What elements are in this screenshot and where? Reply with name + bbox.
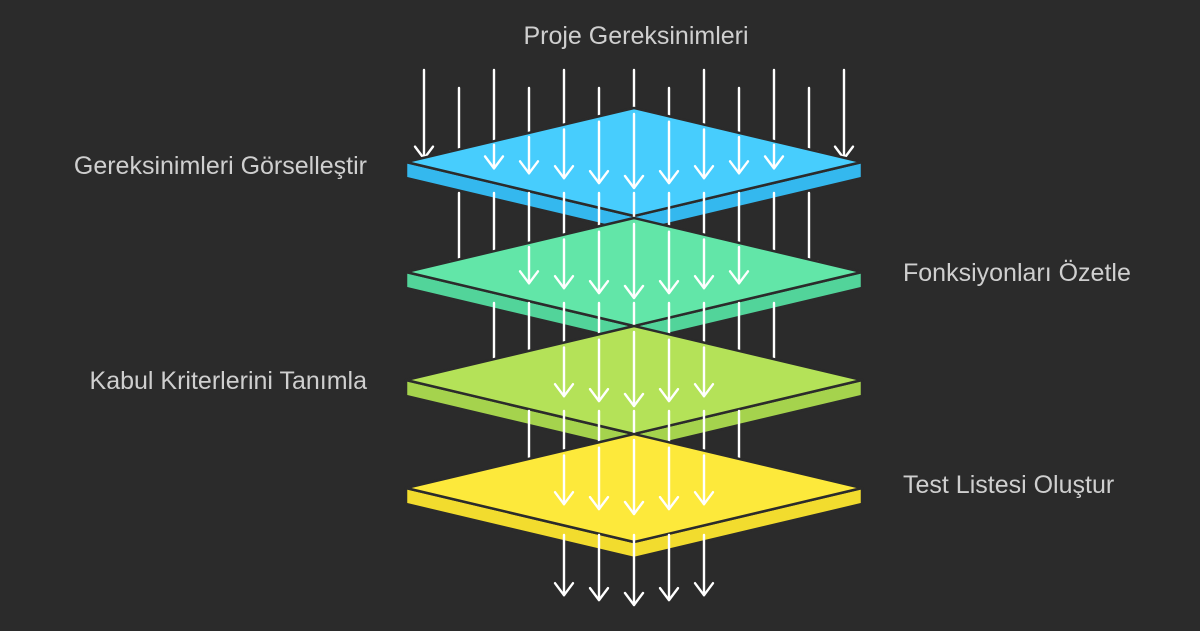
layer-label-summarize: Fonksiyonları Özetle bbox=[903, 259, 1131, 287]
down-arrow-icon bbox=[623, 438, 645, 516]
down-arrow-icon bbox=[728, 245, 750, 285]
down-arrow-icon bbox=[658, 230, 680, 295]
down-arrow-icon bbox=[553, 454, 575, 506]
down-arrow-icon bbox=[588, 338, 610, 403]
down-arrow-icon bbox=[623, 533, 645, 607]
down-arrow-icon bbox=[693, 238, 715, 290]
down-arrow-icon bbox=[588, 120, 610, 185]
diagram-title: Proje Gereksinimleri bbox=[523, 22, 749, 50]
down-arrow-icon bbox=[483, 143, 505, 170]
down-arrow-icon bbox=[553, 128, 575, 180]
down-arrow-icon bbox=[623, 222, 645, 300]
down-arrow-icon bbox=[658, 120, 680, 185]
down-arrow-icon bbox=[413, 68, 435, 160]
down-arrow-icon bbox=[833, 68, 855, 160]
down-arrow-icon bbox=[623, 330, 645, 408]
down-arrow-icon bbox=[693, 346, 715, 398]
layer-label-visualize: Gereksinimleri Görselleştir bbox=[73, 152, 367, 180]
down-arrow-icon bbox=[693, 454, 715, 506]
down-arrow-icon bbox=[658, 338, 680, 403]
down-arrow-icon bbox=[728, 135, 750, 175]
down-arrow-icon bbox=[693, 533, 715, 597]
down-arrow-icon bbox=[658, 533, 680, 602]
down-arrow-icon bbox=[518, 245, 540, 285]
down-arrow-icon bbox=[763, 143, 785, 170]
layer-label-acceptance: Kabul Kriterlerini Tanımla bbox=[89, 367, 367, 395]
down-arrow-icon bbox=[553, 346, 575, 398]
down-arrow-icon bbox=[693, 128, 715, 180]
down-arrow-icon bbox=[658, 446, 680, 511]
down-arrow-icon bbox=[518, 135, 540, 175]
down-arrow-icon bbox=[588, 446, 610, 511]
down-arrow-icon bbox=[623, 112, 645, 190]
down-arrow-icon bbox=[553, 533, 575, 597]
down-arrow-icon bbox=[553, 238, 575, 290]
down-arrow-icon bbox=[588, 230, 610, 295]
down-arrow-icon bbox=[588, 533, 610, 602]
layer-label-test-list: Test Listesi Oluştur bbox=[903, 471, 1115, 499]
